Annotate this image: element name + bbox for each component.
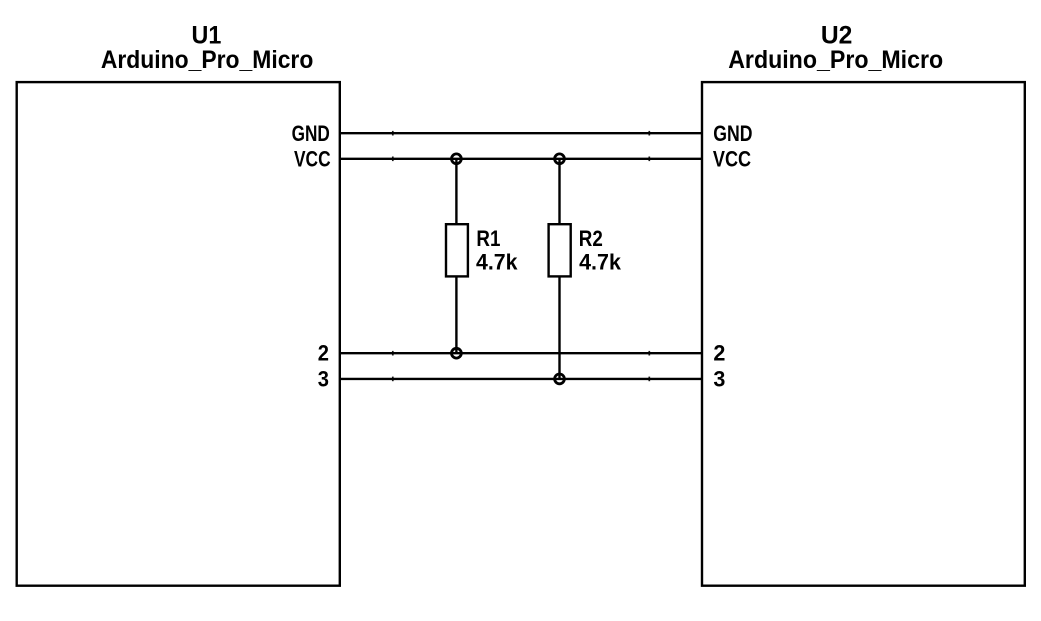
svg-text:Arduino_Pro_Micro: Arduino_Pro_Micro [728,46,943,74]
svg-text:GND: GND [713,121,752,146]
svg-text:VCC: VCC [713,147,751,172]
svg-text:4.7k: 4.7k [579,250,621,275]
svg-text:2: 2 [318,341,329,366]
svg-text:R2: R2 [579,226,603,251]
svg-text:GND: GND [292,121,330,146]
svg-text:Arduino_Pro_Micro: Arduino_Pro_Micro [101,46,314,74]
svg-text:3: 3 [318,367,329,392]
svg-text:4.7k: 4.7k [476,250,518,275]
svg-text:R1: R1 [476,226,500,251]
svg-text:2: 2 [713,341,725,366]
svg-text:U2: U2 [821,21,853,49]
svg-text:VCC: VCC [294,147,331,172]
svg-text:U1: U1 [192,21,222,49]
svg-text:3: 3 [713,367,725,392]
